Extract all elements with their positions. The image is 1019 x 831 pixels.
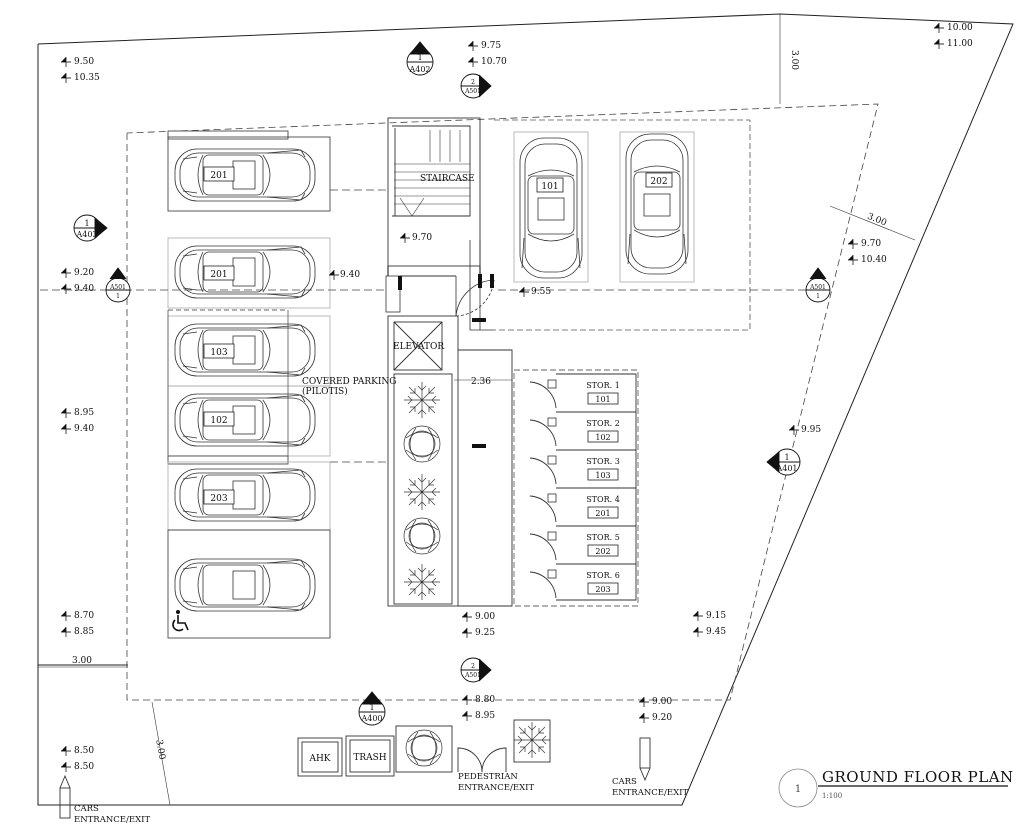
parking-label: 103 <box>210 348 227 358</box>
staircase-label: STAIRCASE <box>420 174 475 184</box>
level-value: 9.75 <box>481 41 501 51</box>
parking-label: 102 <box>210 416 227 426</box>
storage-unit: 202 <box>595 547 610 556</box>
trash-room-label: TRASH <box>353 753 386 763</box>
right-parking-bays <box>494 119 751 331</box>
level-value: 9.40 <box>74 284 94 294</box>
section-marker-sheet: A501 <box>109 284 126 291</box>
cars-entrance-left: CARS <box>74 804 99 814</box>
section-marker-number: 2 <box>471 663 475 670</box>
level-value: 8.70 <box>74 611 94 621</box>
storage-unit: 103 <box>595 471 610 480</box>
drawing-title-block: 1 GROUND FLOOR PLAN 1:100 <box>778 768 1014 808</box>
parking-label: 201 <box>210 171 227 181</box>
storage-name: STOR. 3 <box>586 457 620 466</box>
parking-label: 203 <box>210 494 227 504</box>
wheelchair-icon <box>172 610 189 632</box>
level-value: 11.00 <box>947 39 973 49</box>
cars-entrance-left-2: ENTRANCE/EXIT <box>74 815 150 825</box>
left-parked-cars <box>174 148 316 612</box>
storage-name: STOR. 6 <box>586 571 620 580</box>
covered-parking-label-2: (PILOTIS) <box>302 386 348 397</box>
drawing-scale: 1:100 <box>822 792 842 800</box>
bottom-facilities <box>59 719 651 819</box>
dimension-right: 3.00 <box>866 212 889 229</box>
section-marker-sheet: A402 <box>408 65 430 74</box>
level-value: 10.40 <box>861 255 887 265</box>
level-value: 8.80 <box>475 695 495 705</box>
level-value: 8.95 <box>475 711 495 721</box>
level-value: 10.35 <box>74 73 100 83</box>
level-value: 9.00 <box>475 612 495 622</box>
planters <box>403 381 441 601</box>
dimension-left: 3.00 <box>72 656 92 666</box>
dimension-corridor: 2.36 <box>471 377 491 387</box>
dimension-top: 3.00 <box>789 50 799 70</box>
storage-unit: 102 <box>595 433 610 442</box>
property-boundary <box>37 13 1014 806</box>
section-marker-number: 2 <box>471 79 475 86</box>
level-value: 9.45 <box>706 627 726 637</box>
level-value: 9.70 <box>412 233 432 243</box>
cars-entrance-right: CARS <box>612 777 637 787</box>
level-value: 9.00 <box>652 697 672 707</box>
section-marker-sheet: A501 <box>464 672 481 679</box>
elevator-label: ELEVATOR <box>393 342 444 352</box>
storage-name: STOR. 1 <box>586 381 620 390</box>
parking-label: 101 <box>541 182 558 192</box>
section-marker-sheet: A401 <box>775 464 797 473</box>
section-marker-number: 1 <box>84 219 89 228</box>
pedestrian-entrance-2: ENTRANCE/EXIT <box>458 783 534 793</box>
section-marker-number: 1 <box>369 703 374 712</box>
section-marker-sheet: A501 <box>464 88 481 95</box>
level-value: 9.40 <box>340 270 360 280</box>
storage-block <box>513 369 639 607</box>
storage-name: STOR. 2 <box>586 419 620 428</box>
dimension-lines <box>38 14 916 806</box>
ahk-room-label: AHK <box>308 754 330 764</box>
storage-unit: 203 <box>595 585 610 594</box>
setback-line <box>126 103 879 701</box>
section-marker-number: 1 <box>784 453 789 462</box>
level-value: 8.50 <box>74 746 94 756</box>
dimension-bottom-left: 3.00 <box>153 739 166 761</box>
level-value: 8.95 <box>74 408 94 418</box>
section-marker-sheet: A501 <box>809 284 826 291</box>
right-parked-cars <box>519 133 689 279</box>
level-value: 9.15 <box>706 611 726 621</box>
level-value: 9.40 <box>74 424 94 434</box>
elevator <box>387 315 513 607</box>
drawing-title: GROUND FLOOR PLAN <box>822 768 1014 786</box>
storage-unit: 101 <box>595 395 610 404</box>
level-value: 9.50 <box>74 57 94 67</box>
storage-name: STOR. 4 <box>586 495 620 504</box>
level-value: 10.70 <box>481 57 507 67</box>
section-markers <box>73 41 831 726</box>
section-marker-number: 1 <box>116 293 120 300</box>
parking-label: 202 <box>650 177 667 187</box>
section-marker-number: 1 <box>417 53 422 62</box>
parking-label: 201 <box>210 270 227 280</box>
section-marker-number: 1 <box>816 293 820 300</box>
level-value: 9.55 <box>531 287 551 297</box>
level-value: 9.95 <box>801 425 821 435</box>
level-value: 9.70 <box>861 239 881 249</box>
section-marker-sheet: A403 <box>75 230 97 239</box>
storage-unit: 201 <box>595 509 610 518</box>
drawing-number: 1 <box>795 784 801 795</box>
storage-name: STOR. 5 <box>586 533 620 542</box>
staircase <box>387 117 481 276</box>
level-value: 8.85 <box>74 627 94 637</box>
level-value: 9.20 <box>74 268 94 278</box>
level-value: 9.20 <box>652 713 672 723</box>
pedestrian-entrance: PEDESTRIAN <box>458 772 518 782</box>
left-parking-bays <box>167 130 331 639</box>
level-value: 10.00 <box>947 23 973 33</box>
section-marker-sheet: A400 <box>360 714 382 723</box>
cars-entrance-right-2: ENTRANCE/EXIT <box>612 788 688 798</box>
level-value: 9.25 <box>475 628 495 638</box>
level-value: 8.50 <box>74 762 94 772</box>
covered-parking-label: COVERED PARKING <box>302 377 396 387</box>
